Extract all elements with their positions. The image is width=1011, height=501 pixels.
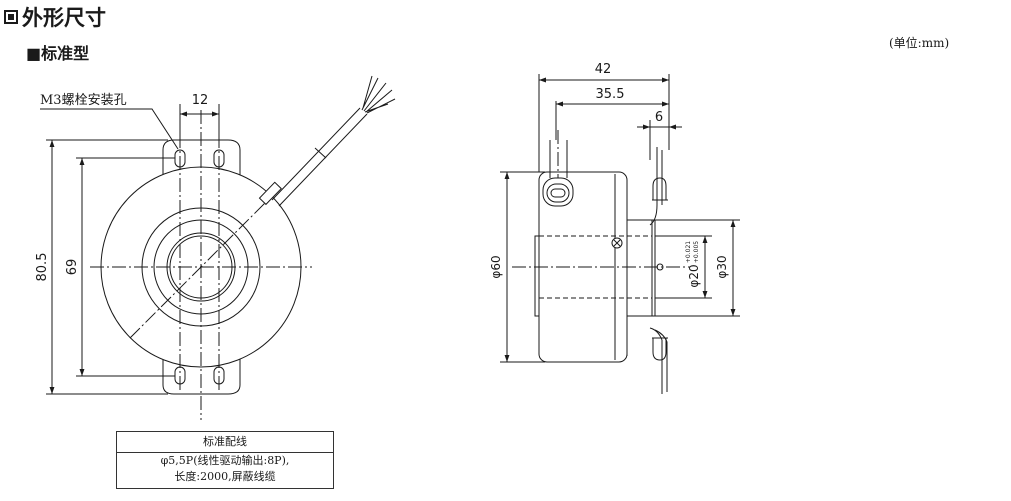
side-bracket-top bbox=[652, 177, 667, 200]
cable-wire-ends bbox=[361, 75, 396, 114]
front-diagonal-line bbox=[129, 199, 269, 339]
title-text: 外形尺寸 bbox=[22, 6, 106, 30]
dim-phi60: φ60 bbox=[489, 255, 503, 278]
dim-69: 69 bbox=[65, 259, 80, 276]
wiring-table-header: 标准配线 bbox=[117, 432, 333, 453]
cable-edge-1 bbox=[271, 107, 361, 201]
front-view bbox=[46, 75, 396, 420]
side-cable-gland bbox=[542, 177, 574, 207]
dim-phi30: φ30 bbox=[715, 255, 729, 278]
dim-phi20: φ20 bbox=[687, 264, 701, 287]
cable-band bbox=[314, 147, 327, 159]
page-title: 外形尺寸 bbox=[4, 2, 106, 32]
wiring-table: 标准配线 φ5,5P(线性驱动输出:8P), 长度:2000,屏蔽线缆 bbox=[116, 431, 334, 489]
callout-mount-hole: M3螺栓安装孔 bbox=[40, 93, 127, 108]
cable-gland bbox=[258, 181, 282, 206]
side-set-screw bbox=[656, 263, 664, 271]
dim-6: 6 bbox=[655, 110, 663, 125]
wiring-table-line-1: φ5,5P(线性驱动输出:8P), bbox=[160, 454, 290, 467]
side-plate-top bbox=[649, 147, 658, 226]
dim-80-5: 80.5 bbox=[35, 253, 50, 282]
side-plate-bottom bbox=[649, 327, 663, 394]
wiring-table-line-2: 长度:2000,屏蔽线缆 bbox=[174, 470, 276, 483]
side-bracket-bottom bbox=[652, 338, 667, 361]
dim-42: 42 bbox=[595, 62, 612, 77]
leader-mount-hole bbox=[40, 108, 179, 150]
dim-12: 12 bbox=[192, 93, 209, 108]
dim-35-5: 35.5 bbox=[596, 87, 625, 102]
side-hub bbox=[626, 219, 656, 317]
cable-edge-2 bbox=[278, 113, 368, 207]
unit-note: (单位:mm) bbox=[889, 36, 950, 50]
section-subtitle: ■标准型 bbox=[26, 44, 90, 63]
side-front-lip bbox=[534, 235, 540, 317]
side-view bbox=[500, 74, 740, 394]
dim-phi20-tol-lower: +0.005 bbox=[693, 241, 700, 263]
dim-phi20-tol-upper: +0.021 bbox=[685, 241, 692, 263]
title-square-icon bbox=[4, 10, 18, 24]
